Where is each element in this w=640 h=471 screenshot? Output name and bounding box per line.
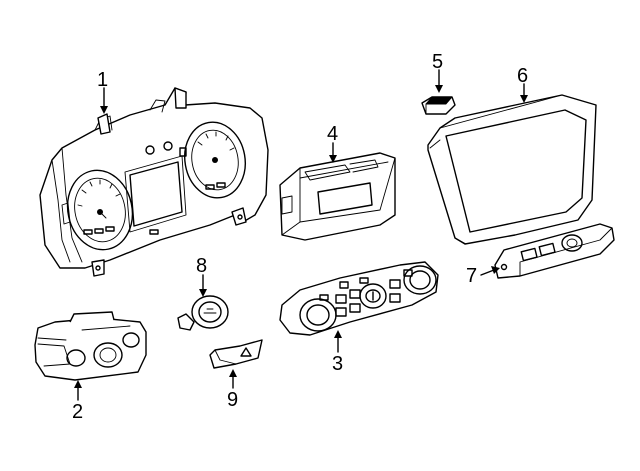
- part-2-headlamp-switch: [34, 311, 147, 381]
- callout-9: 9: [227, 389, 238, 411]
- callout-5: 5: [432, 51, 443, 73]
- callout-3: 3: [332, 353, 343, 375]
- part-5-sensor: [421, 96, 456, 115]
- callout-6: 6: [517, 65, 528, 87]
- leader-lines: [74, 69, 528, 401]
- part-4-info-display: [279, 152, 396, 241]
- part-3-climate-control-panel: [279, 261, 439, 336]
- callout-8: 8: [196, 255, 207, 277]
- callout-1: 1: [97, 69, 108, 91]
- part-9-hazard-switch: [209, 339, 263, 369]
- callout-2: 2: [72, 401, 83, 423]
- part-6-display-screen: [427, 94, 597, 245]
- callout-4: 4: [327, 123, 338, 145]
- part-7-control-switch: [494, 223, 615, 279]
- part-8-push-switch: [177, 295, 229, 331]
- callout-7: 7: [466, 265, 477, 287]
- part-1-instrument-cluster: [39, 87, 269, 277]
